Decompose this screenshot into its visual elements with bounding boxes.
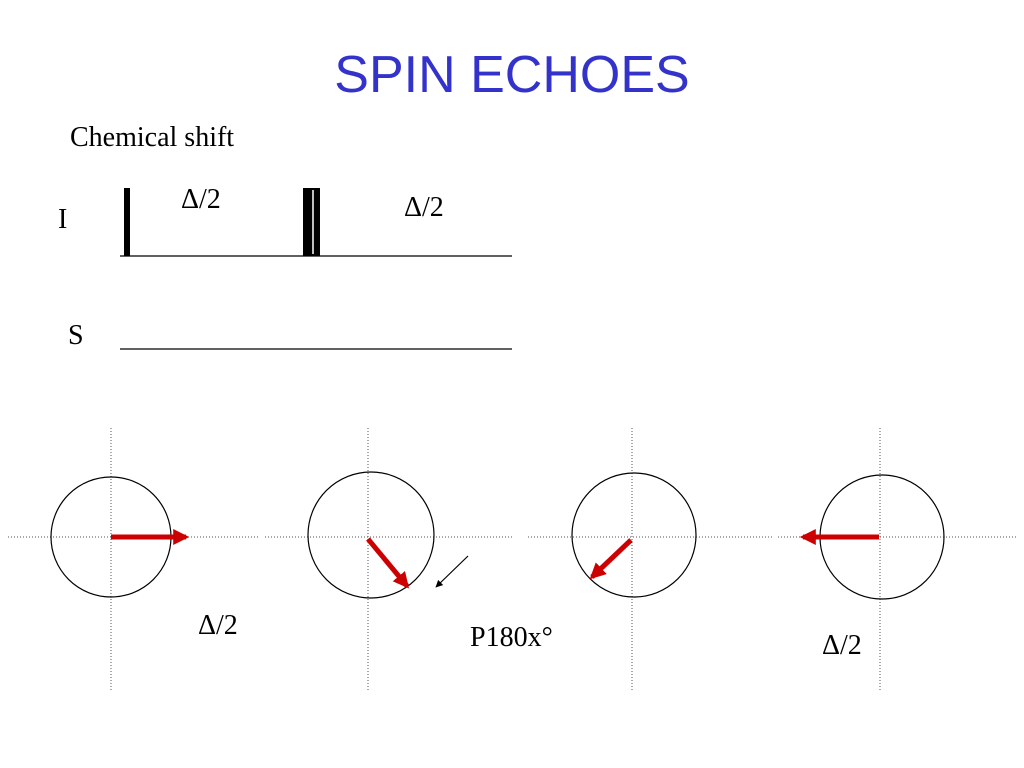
stage-label-2: P180x° — [470, 622, 553, 653]
rotating-frame-circle — [307, 471, 435, 599]
pulse-180 — [303, 188, 320, 256]
magnetization-vector — [366, 537, 410, 589]
stage-label-1: Δ/2 — [198, 610, 238, 641]
vector-stage-3 — [528, 428, 772, 692]
rotating-frame-circle — [571, 472, 697, 598]
delay-label-2: Δ/2 — [404, 192, 444, 223]
stage-label-3: Δ/2 — [822, 630, 862, 661]
pulse-sequence — [120, 188, 512, 350]
vector-stage-2 — [265, 428, 512, 692]
channel-s-label: S — [68, 320, 84, 351]
magnetization-vector — [589, 538, 633, 580]
delay-label-1: Δ/2 — [181, 184, 221, 215]
subtitle: Chemical shift — [70, 122, 235, 153]
evolution-arrow — [435, 555, 469, 588]
channel-i-label: I — [58, 204, 68, 235]
page-title: SPIN ECHOES — [334, 46, 690, 104]
vector-stage-1 — [8, 428, 258, 692]
pulse-90 — [124, 188, 130, 256]
vector-stage-4 — [778, 428, 1018, 692]
